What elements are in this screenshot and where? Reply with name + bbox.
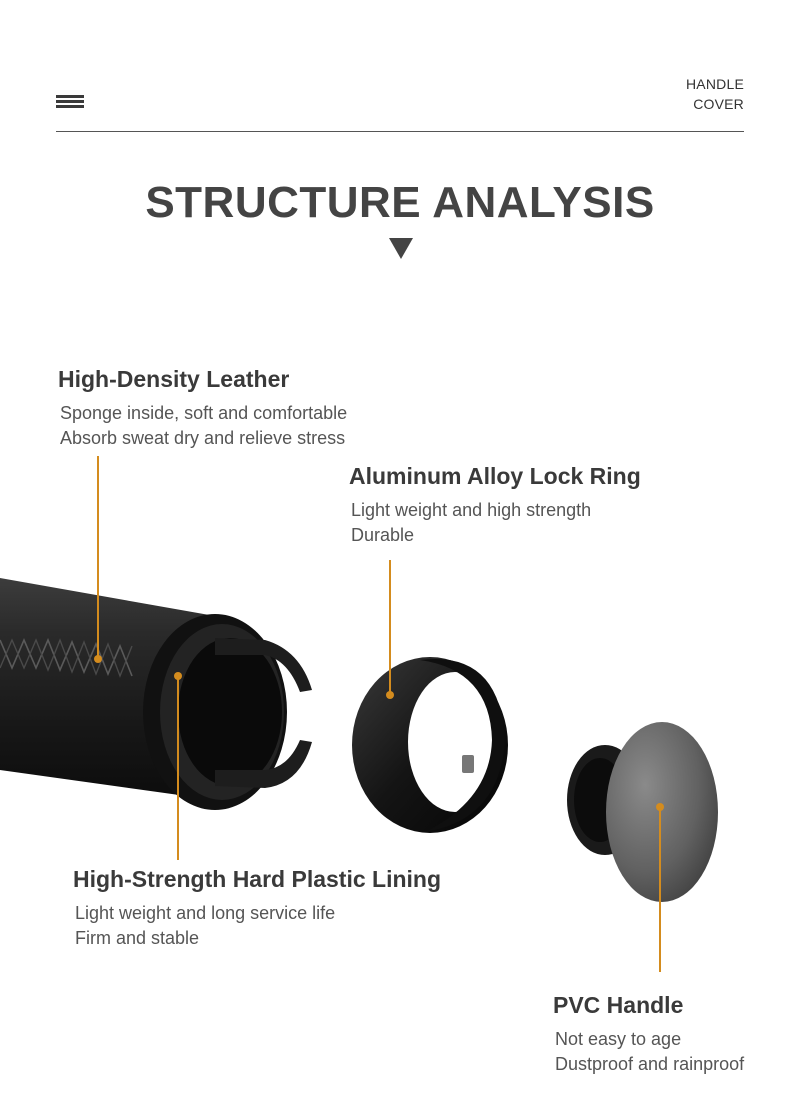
lock-ring	[352, 657, 508, 833]
header-divider	[56, 131, 744, 132]
callout-line: Light weight and high strength	[351, 500, 592, 520]
brand-line-1: HANDLE	[686, 76, 744, 92]
brand-line-2: COVER	[693, 96, 744, 112]
callout-line: Light weight and long service life	[75, 903, 336, 923]
lining-pointer-dot	[174, 672, 182, 680]
menu-icon[interactable]	[56, 95, 84, 109]
callout-leather: High-Density Leather Sponge inside, soft…	[58, 366, 347, 451]
callout-lock-ring: Aluminum Alloy Lock Ring Light weight an…	[349, 463, 641, 548]
leather-pointer-dot	[94, 655, 102, 663]
callout-line: Firm and stable	[75, 928, 200, 948]
leather-pointer-line	[97, 456, 99, 658]
callout-line: Durable	[351, 525, 415, 545]
lining-pointer-line	[177, 676, 179, 860]
callout-line: Sponge inside, soft and comfortable	[60, 403, 348, 423]
callout-line: Not easy to age	[555, 1029, 682, 1049]
callout-heading: High-Density Leather	[58, 366, 290, 392]
callout-pvc: PVC Handle Not easy to age Dustproof and…	[553, 992, 744, 1077]
page-title: STRUCTURE ANALYSIS	[145, 178, 655, 227]
brand-label: HANDLE COVER	[686, 74, 744, 114]
callout-heading: PVC Handle	[553, 992, 684, 1018]
down-arrow-icon	[389, 238, 413, 259]
callout-heading: Aluminum Alloy Lock Ring	[349, 463, 641, 489]
plastic-lining	[143, 614, 312, 810]
callout-line: Absorb sweat dry and relieve stress	[60, 428, 346, 448]
callout-line: Dustproof and rainproof	[555, 1054, 745, 1074]
callout-lining: High-Strength Hard Plastic Lining Light …	[73, 866, 441, 951]
pvc-pointer-dot	[656, 803, 664, 811]
lock-ring-pointer-dot	[386, 691, 394, 699]
callout-heading: High-Strength Hard Plastic Lining	[73, 866, 442, 892]
lock-ring-pointer-line	[389, 560, 391, 695]
pvc-pointer-line	[659, 807, 661, 972]
pvc-end-cap	[567, 722, 718, 902]
